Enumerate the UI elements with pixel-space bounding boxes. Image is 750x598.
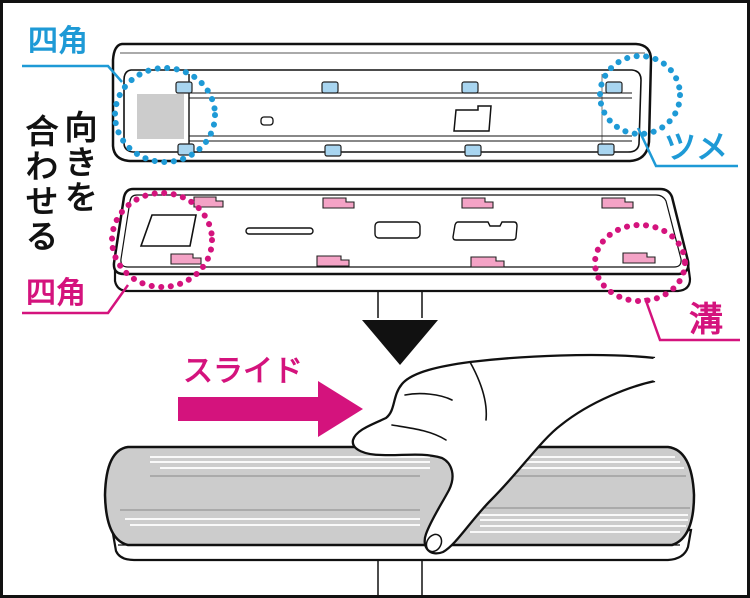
magenta-dotted-circle-left (109, 190, 215, 290)
tab-blue-top-4 (605, 81, 623, 94)
tab-blue-bottom-4 (597, 143, 615, 156)
magenta-callout-line-left (22, 284, 130, 315)
top-corner-label: 四角 (28, 24, 88, 59)
cover-window-slot (453, 105, 492, 132)
groove-pink-bottom-3 (470, 256, 505, 268)
magenta-callout-line-right (643, 297, 740, 342)
tab-blue-top-3 (461, 81, 479, 94)
bottom-corner-label: 四角 (26, 276, 86, 311)
orientation-instruction-col2: 合わせる (20, 114, 59, 254)
magenta-dotted-circle-right (592, 222, 688, 304)
groove-pink-top-2 (322, 197, 355, 209)
slide-arrow-icon (178, 381, 363, 437)
plate-piece (112, 187, 692, 293)
case-shade-lines (120, 475, 690, 511)
plate-square-outline (139, 214, 197, 247)
plate-long-slot (245, 227, 314, 235)
cover-rail-lower (189, 135, 632, 142)
groove-pink-top-1 (193, 196, 224, 208)
slide-label: スライド (183, 354, 303, 389)
plate-rect-slot (374, 221, 421, 239)
plate-shaped-slot (452, 221, 518, 241)
groove-pink-bottom-1 (170, 253, 202, 265)
cover-small-slot (260, 116, 274, 126)
cover-piece (111, 42, 653, 163)
tab-blue-top-1 (175, 81, 193, 94)
tab-blue-bottom-2 (324, 144, 342, 157)
case-highlight-lines (125, 456, 688, 533)
groove-pink-top-3 (461, 197, 494, 209)
tab-blue-top-2 (321, 81, 339, 94)
groove-label: 溝 (689, 300, 723, 340)
tab-blue-bottom-1 (177, 143, 195, 156)
orientation-instruction-col1: 向きを (59, 110, 98, 215)
blue-callout-line-right (636, 127, 738, 168)
down-arrow-icon (362, 320, 438, 365)
hand-finger-creases (391, 361, 488, 441)
tab-label: ツメ (664, 128, 729, 166)
blue-dotted-circle-left (112, 65, 218, 165)
guide-lines-upper (377, 292, 423, 318)
assembled-case (103, 445, 696, 562)
thumb-nail (425, 533, 443, 553)
groove-pink-bottom-2 (316, 255, 350, 267)
cover-inner-floor (123, 69, 642, 153)
groove-pink-top-4 (601, 197, 634, 209)
hand (351, 353, 657, 555)
plate-inner-edge (120, 194, 682, 268)
cover-grey-square (137, 94, 184, 139)
guide-lines-lower (377, 561, 423, 598)
cover-rail-upper (189, 92, 632, 99)
groove-pink-bottom-4 (622, 252, 656, 264)
hand-outline (351, 353, 656, 555)
blue-dotted-circle-right (597, 53, 683, 137)
blue-callout-line-left (22, 64, 123, 83)
tab-blue-bottom-3 (464, 144, 482, 157)
